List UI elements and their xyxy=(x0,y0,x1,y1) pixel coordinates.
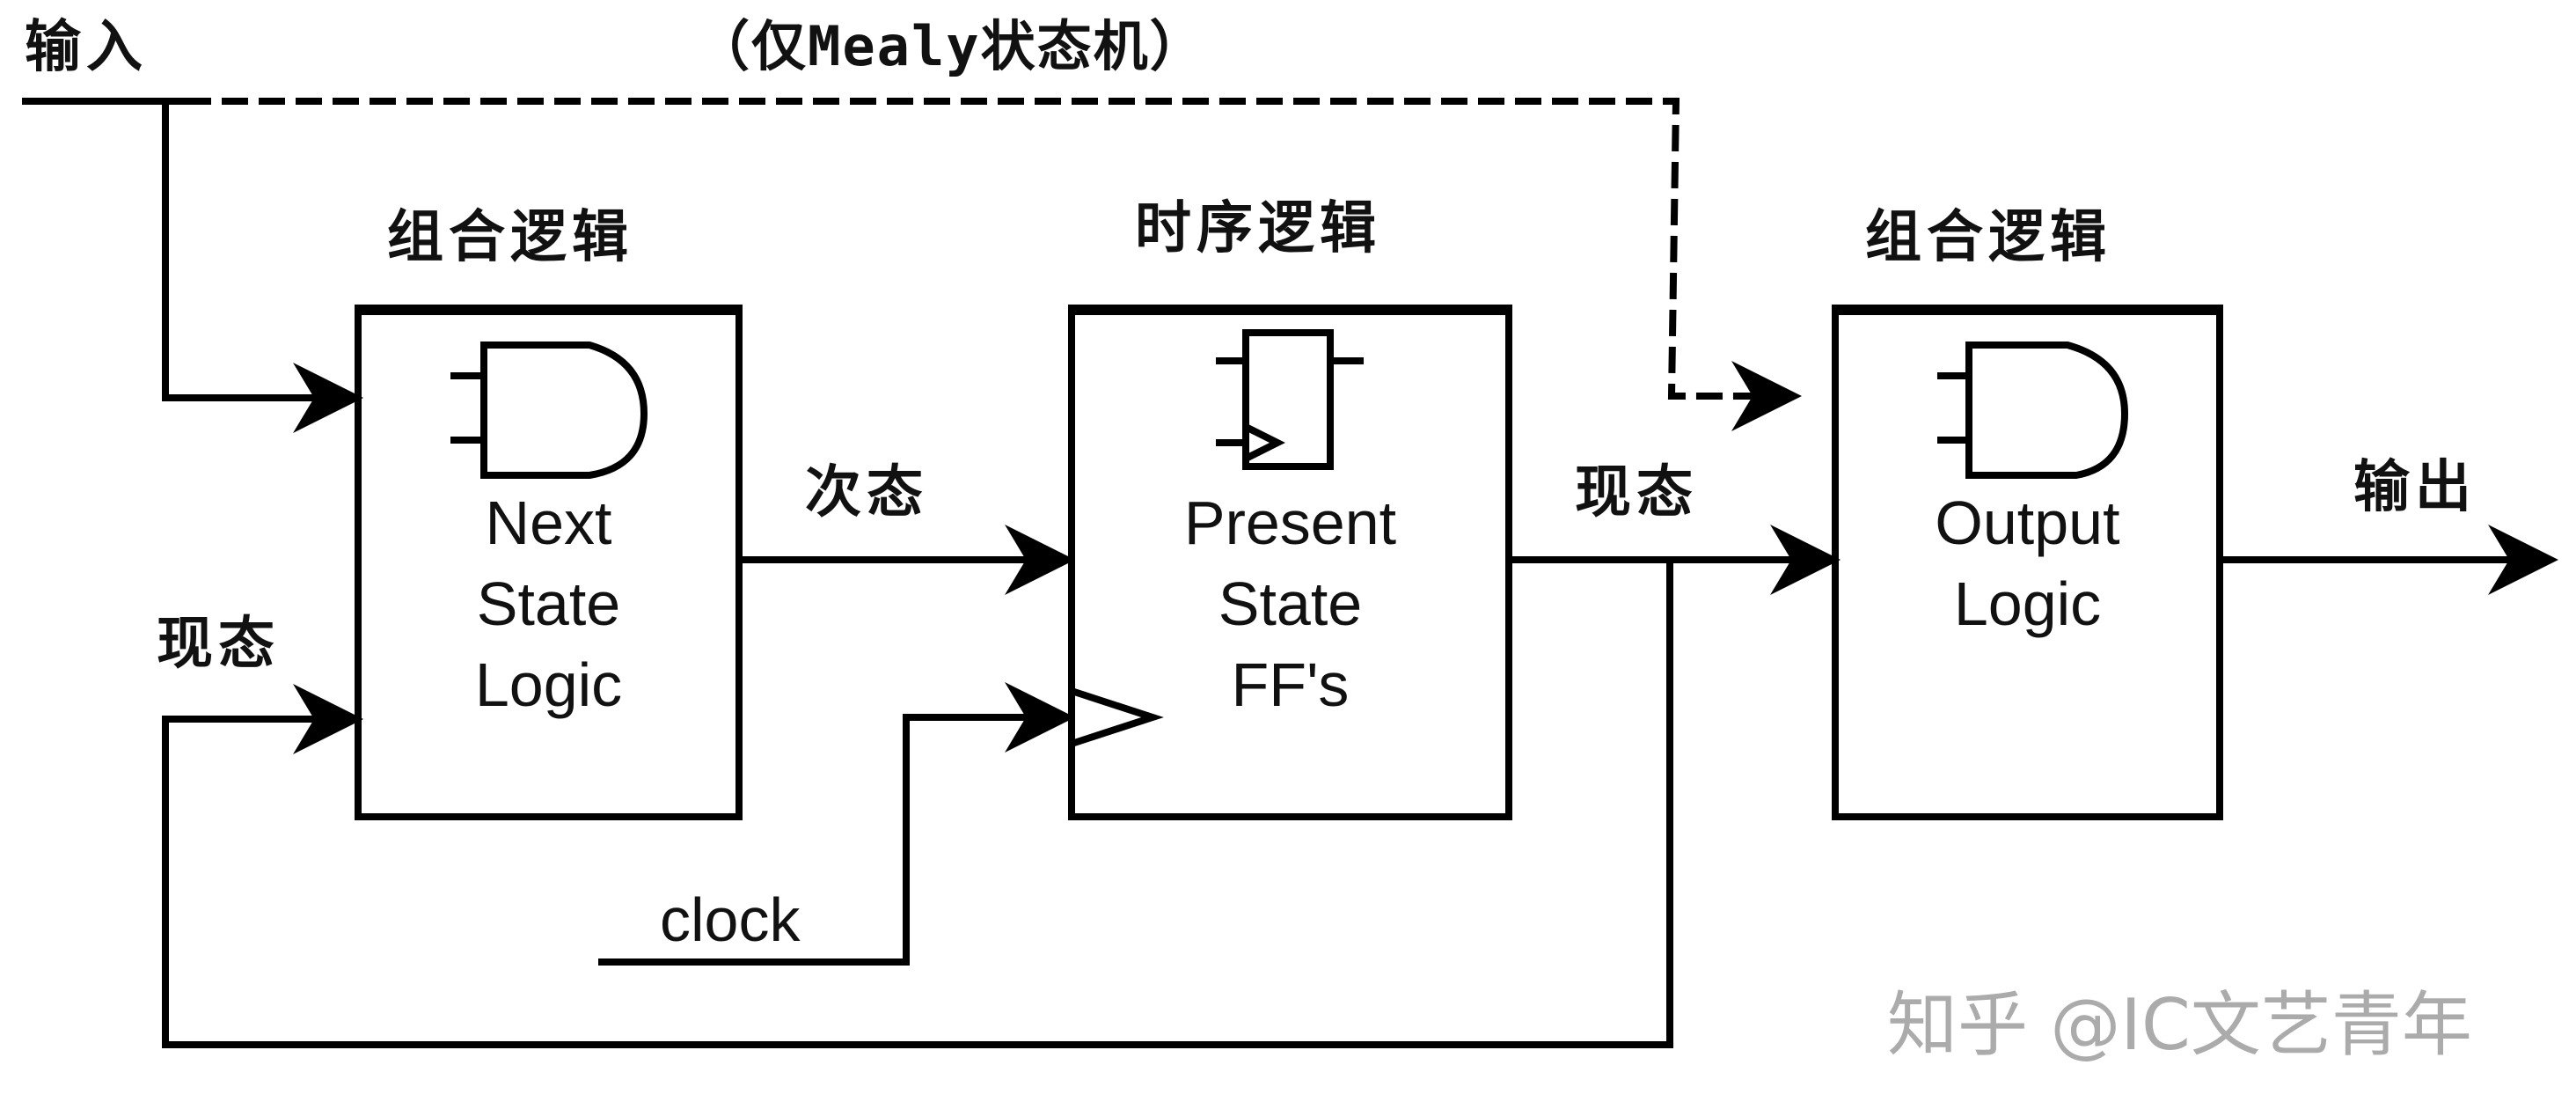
block-line: Logic xyxy=(1953,569,2102,638)
block-line: State xyxy=(476,569,621,638)
input-to-next-state-wire xyxy=(162,101,363,433)
present-state-feedback-label: 现态 xyxy=(157,611,280,677)
block-line: Output xyxy=(1935,488,2120,557)
watermark: 知乎 @IC文艺青年 xyxy=(1887,984,2472,1066)
next-state-label: 次态 xyxy=(805,459,928,525)
mealy-note: （仅Mealy状态机） xyxy=(695,14,1206,78)
clock-label: clock xyxy=(660,885,801,954)
clock-wire xyxy=(598,682,1075,966)
output-logic-label: Output Logic xyxy=(1835,482,2220,644)
clock-triangle-icon xyxy=(1070,687,1164,747)
mealy-dashed-path xyxy=(185,98,1802,431)
and-gate-icon xyxy=(450,342,648,479)
flip-flop-icon xyxy=(1216,329,1364,470)
block-category-label: 时序逻辑 xyxy=(1135,195,1381,261)
block-category-label: 组合逻辑 xyxy=(1865,204,2111,270)
block-category-label: 组合逻辑 xyxy=(387,204,633,270)
block-line: Present xyxy=(1183,488,1397,557)
output-label: 输出 xyxy=(2353,454,2477,520)
present-state-ff-label: Present State FF's xyxy=(1072,482,1509,725)
block-line: FF's xyxy=(1231,650,1350,719)
block-line: Logic xyxy=(474,650,623,719)
block-line: State xyxy=(1218,569,1363,638)
next-state-logic-label: Next State Logic xyxy=(358,482,739,725)
feedback-wire xyxy=(162,560,1673,1048)
and-gate-icon xyxy=(1937,342,2129,479)
block-line: Next xyxy=(485,488,612,557)
present-state-label: 现态 xyxy=(1575,459,1698,525)
input-label: 输入 xyxy=(25,14,148,80)
